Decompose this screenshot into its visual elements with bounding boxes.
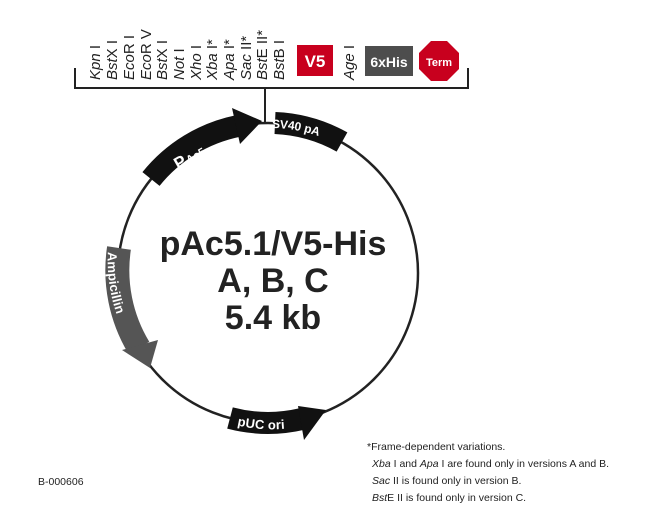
mcs-site-label: Apa I* <box>221 39 238 81</box>
v5-tag: V5 <box>297 45 333 76</box>
mcs-site-label: BstB I <box>271 40 288 80</box>
mcs-site-label: BstX I <box>154 40 171 80</box>
arrowhead-icon <box>122 340 158 368</box>
his-box <box>365 46 413 76</box>
svg-text:pUC ori: pUC ori <box>236 414 285 433</box>
mcs-site-label: EcoR V <box>138 29 155 80</box>
age-site-name: Age <box>341 53 358 81</box>
plasmid-name: pAc5.1/V5-His <box>160 225 387 263</box>
mcs-site-label: EcoR I <box>121 35 138 80</box>
age-site: Age I <box>341 45 358 81</box>
pac5-promoter: PAc5 <box>142 108 262 187</box>
mcs-site-label: Xho I <box>188 45 205 81</box>
age-site-suffix: I <box>341 45 358 53</box>
sv40-pa: SV40 pA <box>272 112 348 152</box>
term-label: Term <box>426 57 452 69</box>
puc-label: pUC ori <box>236 414 285 433</box>
his-tag: 6xHis <box>365 46 413 76</box>
puc-origin: pUC ori <box>227 406 326 440</box>
mcs-site-label: BstX I <box>104 40 121 80</box>
footnote-title: *Frame-dependent variations. <box>367 441 505 453</box>
arrowhead-icon <box>232 108 262 144</box>
catalog-number: B-000606 <box>38 476 84 488</box>
svg-text:Age I: Age I <box>341 45 358 81</box>
plasmid-size: 5.4 kb <box>225 299 321 337</box>
mcs-site-label: Sac II* <box>238 36 255 80</box>
stop-sign-icon <box>419 41 459 81</box>
v5-label: V5 <box>305 52 326 71</box>
footnotes: *Frame-dependent variations. Xba I and A… <box>367 441 609 504</box>
footnote-line-1: Xba I and Apa I are found only in versio… <box>371 458 609 470</box>
his-label: 6xHis <box>370 54 408 70</box>
mcs-site-label: Kpn I <box>87 45 104 80</box>
mcs-site-label: BstE II* <box>254 30 271 80</box>
v5-box <box>297 45 333 76</box>
footnote-line-2: Sac II is found only in version B. <box>372 475 521 487</box>
plasmid-versions: A, B, C <box>217 262 328 300</box>
arrowhead-icon <box>298 406 326 440</box>
footnote-line-3: BstE II is found only in version C. <box>372 492 526 504</box>
mcs-site-label: Not I <box>171 48 188 80</box>
mcs-bracket <box>74 68 469 123</box>
terminator: Term <box>419 41 459 81</box>
ampicillin-gene: Ampicillin <box>105 246 158 368</box>
mcs-site-label: Xba I* <box>204 39 221 81</box>
